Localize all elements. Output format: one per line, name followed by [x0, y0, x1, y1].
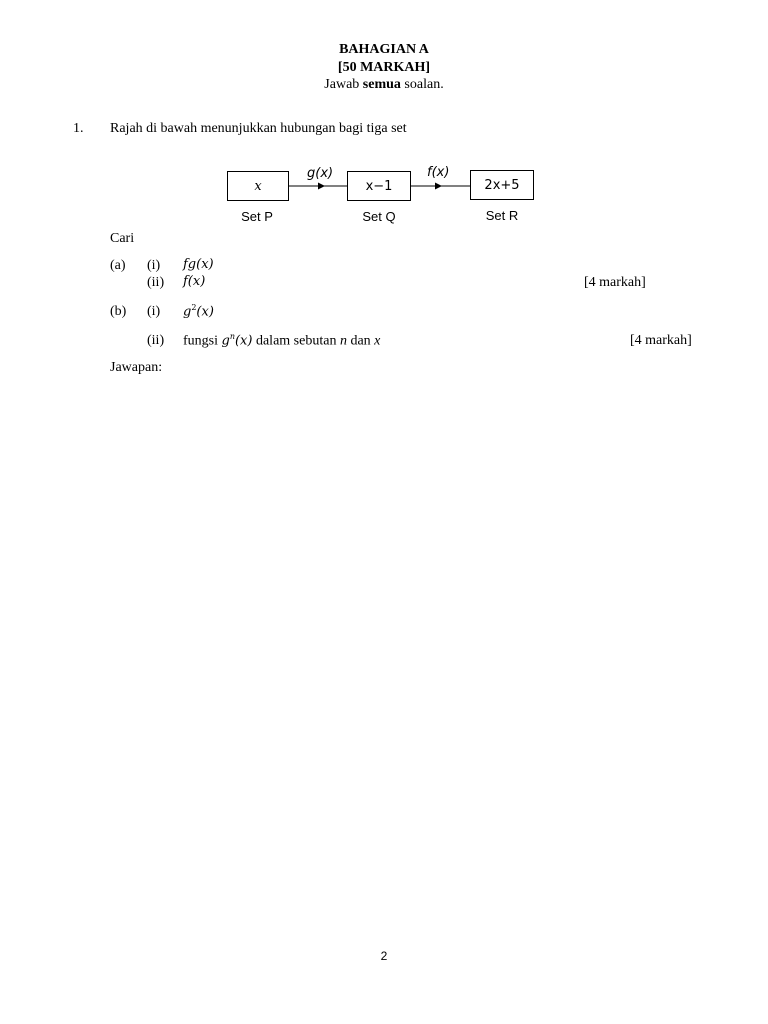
set-p-value: x [254, 178, 262, 194]
find-label: Cari [110, 231, 135, 246]
part-b-label: (b) [110, 304, 127, 319]
part-b-ii-and: dan [346, 333, 375, 349]
part-b-i-sup: 2 [191, 303, 197, 312]
part-b-marks: [4 markah] [630, 333, 692, 348]
set-q-value: x−1 [365, 178, 393, 194]
part-b-ii-n: n [339, 333, 347, 349]
set-r-label: Set R [485, 208, 519, 223]
set-q-box: x−1 [347, 171, 411, 201]
part-b-ii-pre: fungsi [183, 333, 222, 349]
diagram-arrows [288, 182, 471, 190]
question-number: 1. [73, 121, 84, 136]
set-p-label: Set P [241, 209, 273, 224]
sets-diagram: x x−1 2x+5 g(x) f(x) Set P Set Q Set R [0, 0, 768, 240]
part-a-ii-label: (ii) [147, 275, 165, 290]
arrow-g-label: g(x) [307, 166, 334, 181]
part-b-ii-x: x [374, 333, 381, 349]
part-a-marks: [4 markah] [584, 275, 646, 290]
part-b-ii-arg: (x) [234, 333, 253, 349]
part-a-i-label: (i) [147, 258, 161, 273]
instruction: Jawab semua soalan. [0, 77, 768, 93]
instruction-pre: Jawab [324, 77, 363, 92]
section-title: BAHAGIAN A [339, 42, 429, 57]
arrow-f-label: f(x) [427, 165, 450, 180]
part-a-i-expr: fg(x) [183, 257, 214, 272]
part-b-ii-text: fungsi gn(x) dalam sebutan n dan x [183, 332, 380, 350]
part-b-ii-sup: n [229, 332, 235, 341]
answer-label: Jawapan: [110, 360, 163, 375]
set-p-box: x [227, 171, 289, 201]
total-marks: [50 MARKAH] [337, 60, 431, 75]
question-text: Rajah di bawah menunjukkan hubungan bagi… [110, 121, 407, 136]
part-a-ii-expr: f(x) [183, 274, 206, 289]
part-b-i-base: g [183, 304, 192, 320]
set-q-label: Set Q [362, 209, 396, 224]
part-b-i-arg: (x) [196, 304, 214, 320]
page-number: 2 [380, 949, 388, 963]
part-b-ii-label: (ii) [147, 333, 165, 348]
instruction-post: soalan. [400, 77, 444, 92]
part-b-ii-mid: dalam sebutan [252, 333, 340, 349]
instruction-bold: semua [362, 77, 401, 92]
set-r-value: 2x+5 [484, 177, 520, 193]
part-b-i-label: (i) [147, 304, 161, 319]
set-r-box: 2x+5 [470, 170, 534, 200]
part-b-ii-base: g [221, 333, 230, 349]
part-b-i-expr: g2(x) [183, 303, 214, 319]
part-a-label: (a) [110, 258, 126, 273]
